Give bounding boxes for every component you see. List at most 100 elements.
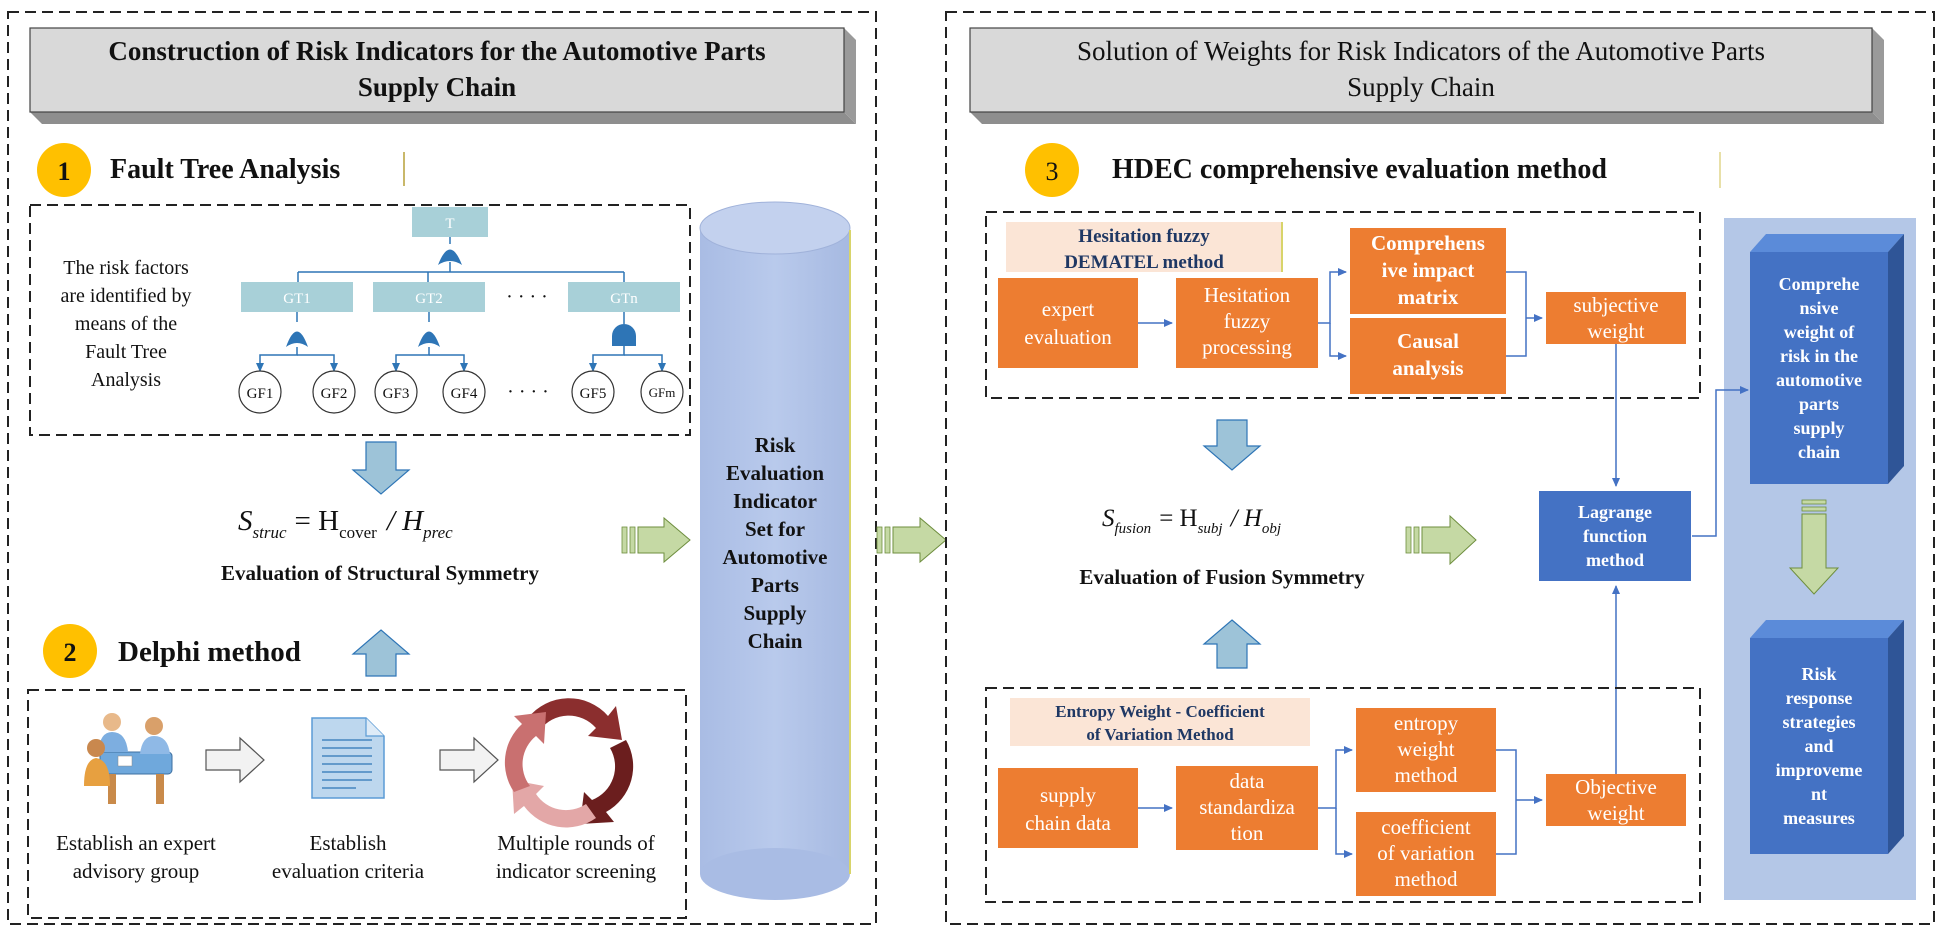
entropy-label-line: Entropy Weight - Coefficient bbox=[1055, 702, 1265, 721]
cylinder-label-line: Risk bbox=[755, 433, 796, 457]
lagrange-line: function bbox=[1583, 526, 1647, 546]
supply-chain-data-line: supply bbox=[1040, 783, 1097, 807]
entropy-weight-method-box bbox=[1356, 708, 1496, 792]
tree-gate-gt2 bbox=[373, 282, 485, 312]
left-panel: Construction of Risk Indicators for the … bbox=[7, 11, 877, 925]
tree-leaf-label: GF1 bbox=[247, 386, 274, 402]
cycle-arrows-icon bbox=[504, 698, 634, 828]
delphi-step-line: Multiple rounds of bbox=[497, 831, 655, 855]
fault-tree-box bbox=[29, 204, 691, 436]
cylinder-label-line: Indicator bbox=[733, 489, 817, 513]
delphi-step-line: Establish an expert bbox=[56, 831, 216, 855]
cylinder-label-line: Evaluation bbox=[726, 461, 824, 485]
coef-variation-line: method bbox=[1395, 867, 1458, 891]
cylinder-label-line: Parts bbox=[751, 573, 799, 597]
risk-response-line: Risk bbox=[1801, 664, 1836, 684]
standardization-line: data bbox=[1230, 769, 1266, 793]
standardization-line: tion bbox=[1231, 821, 1264, 845]
tree-leaf-label: GF2 bbox=[321, 386, 348, 402]
tree-leaf-gf2 bbox=[312, 370, 356, 414]
coef-variation-line: coefficient bbox=[1381, 815, 1471, 839]
lagrange-line: method bbox=[1586, 550, 1644, 570]
delphi-step-line: advisory group bbox=[73, 859, 200, 883]
dematel-label-line: DEMATEL method bbox=[1064, 252, 1224, 273]
tree-leaf-gf4 bbox=[442, 370, 486, 414]
step1-badge bbox=[37, 143, 91, 197]
tree-gate-gt1 bbox=[241, 282, 353, 312]
expert-group-icon bbox=[84, 713, 173, 804]
tree-ellipsis: · · · · bbox=[506, 286, 548, 308]
impact-matrix-box bbox=[1350, 228, 1506, 314]
delphi-box bbox=[27, 689, 687, 919]
entropy-label-bg bbox=[1010, 698, 1310, 746]
and-gate-gtn bbox=[612, 324, 636, 346]
tree-gate-label: GTn bbox=[610, 291, 638, 307]
or-gate-gt1 bbox=[286, 331, 308, 347]
step2-title: Delphi method bbox=[118, 636, 301, 668]
fusion-symmetry-label: Evaluation of Fusion Symmetry bbox=[1079, 565, 1365, 589]
coef-variation-line: of variation bbox=[1377, 841, 1475, 865]
step1-number: 1 bbox=[58, 157, 71, 186]
fta-desc-line: are identified by bbox=[60, 285, 191, 307]
right-title-box: Solution of Weights for Risk Indicators … bbox=[969, 27, 1884, 124]
step2-badge bbox=[43, 624, 97, 678]
cylinder-label-line: Automotive bbox=[723, 545, 828, 569]
cylinder-label-line: Chain bbox=[748, 629, 803, 653]
comprehensive-weight-line: supply bbox=[1793, 418, 1844, 438]
standardization-line: standardiza bbox=[1199, 795, 1295, 819]
tree-top-event bbox=[412, 207, 488, 237]
step3-badge bbox=[1025, 143, 1079, 197]
right-panel: Solution of Weights for Risk Indicators … bbox=[945, 11, 1935, 925]
entropy-weight-method-line: entropy bbox=[1394, 711, 1459, 735]
expert-evaluation-box bbox=[998, 278, 1138, 368]
expert-evaluation-line: expert bbox=[1042, 297, 1095, 321]
tree-leaf-gfm bbox=[640, 370, 684, 414]
hesitation-processing-box bbox=[1176, 278, 1318, 368]
subjective-weight-line: subjective bbox=[1573, 293, 1658, 317]
delphi-step-line: indicator screening bbox=[496, 859, 657, 883]
tree-leaf-label: GFm bbox=[649, 385, 676, 400]
comprehensive-weight-line: weight of bbox=[1784, 322, 1855, 342]
fusion-formula: Sfusion= Hsubj/ Hobj bbox=[1102, 505, 1281, 537]
causal-analysis-line: Causal bbox=[1397, 329, 1459, 353]
comprehensive-weight-line: nsive bbox=[1799, 298, 1838, 318]
objective-weight-box bbox=[1546, 774, 1686, 826]
green-arrow-between-panels bbox=[876, 516, 947, 564]
down-arrow-fusion bbox=[1202, 419, 1262, 471]
green-arrow-to-lagrange bbox=[1405, 514, 1477, 566]
dematel-label-bg bbox=[1006, 222, 1282, 272]
supply-chain-data-line: chain data bbox=[1025, 811, 1111, 835]
left-title-line2: Supply Chain bbox=[358, 72, 516, 102]
delphi-step-line: evaluation criteria bbox=[272, 859, 425, 883]
comprehensive-weight-line: risk in the bbox=[1780, 346, 1858, 366]
delphi-step-line: Establish bbox=[310, 831, 387, 855]
impact-matrix-line: ive impact bbox=[1382, 258, 1475, 282]
up-arrow-fusion bbox=[1202, 619, 1262, 669]
tree-gate-label: GT2 bbox=[415, 291, 443, 307]
expert-evaluation-line: evaluation bbox=[1024, 325, 1112, 349]
risk-response-line: strategies bbox=[1783, 712, 1856, 732]
subjective-weight-box bbox=[1546, 292, 1686, 344]
risk-response-line: measures bbox=[1783, 808, 1855, 828]
fta-desc-line: The risk factors bbox=[63, 257, 189, 279]
objective-weight-line: Objective bbox=[1575, 775, 1657, 799]
tree-leaf-gf3 bbox=[374, 370, 418, 414]
comprehensive-weight-box bbox=[1750, 234, 1904, 484]
cylinder-label: Risk Evaluation Indicator Set for Automo… bbox=[723, 433, 828, 653]
entropy-weight-method-line: weight bbox=[1397, 737, 1454, 761]
entropy-label-line: of Variation Method bbox=[1086, 725, 1234, 744]
right-panel-border bbox=[945, 11, 1935, 925]
fta-description: The risk factors are identified by means… bbox=[60, 257, 191, 391]
causal-analysis-box bbox=[1350, 318, 1506, 394]
causal-analysis-line: analysis bbox=[1392, 356, 1463, 380]
tree-gate-label: GT1 bbox=[283, 291, 311, 307]
lagrange-line: Lagrange bbox=[1578, 502, 1652, 522]
fta-desc-line: Analysis bbox=[91, 369, 161, 391]
step3-title: HDEC comprehensive evaluation method bbox=[1112, 154, 1607, 185]
hesitation-processing-line: Hesitation bbox=[1204, 283, 1291, 307]
left-panel-border bbox=[7, 11, 877, 925]
comprehensive-weight-line: Comprehe bbox=[1779, 274, 1860, 294]
tree-ellipsis: · · · · bbox=[507, 381, 549, 403]
risk-response-line: improveme bbox=[1776, 760, 1863, 780]
structural-formula: Sstruc= Hcover/ Hprec bbox=[238, 505, 453, 542]
